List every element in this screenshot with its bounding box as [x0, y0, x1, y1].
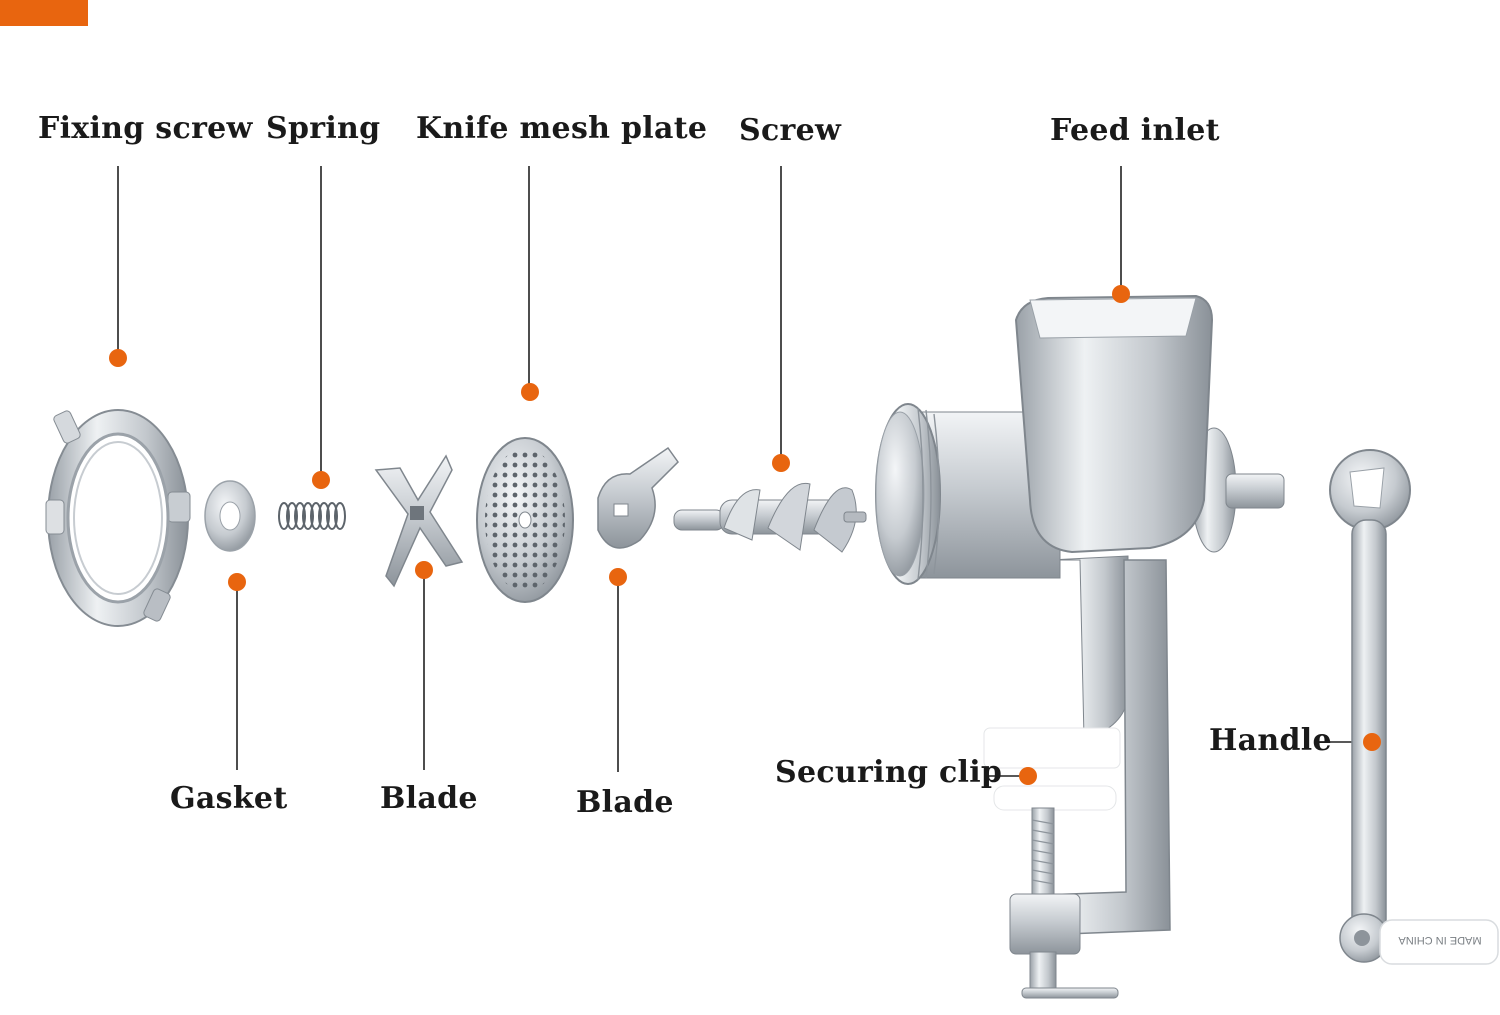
label-spring: Spring	[266, 111, 381, 146]
label-knife-mesh-plate: Knife mesh plate	[416, 111, 708, 146]
label-handle: Handle	[1209, 723, 1332, 758]
dot-gasket	[228, 573, 246, 591]
dot-handle	[1363, 733, 1381, 751]
accent-bar	[0, 0, 88, 26]
handle-print-text: MADE IN CHINA	[1398, 934, 1482, 946]
leader-lines	[117, 166, 1372, 777]
clamp-part	[983, 727, 1121, 999]
label-blade-single: Blade	[576, 785, 674, 820]
fixing-screw-part	[45, 409, 191, 627]
dot-knife-mesh-plate	[521, 383, 539, 401]
dot-blade-single	[609, 568, 627, 586]
label-blade-cross: Blade	[380, 781, 478, 816]
dot-feed-inlet	[1112, 285, 1130, 303]
grinder-body-part	[875, 294, 1285, 937]
dot-blade-cross	[415, 561, 433, 579]
gasket-part	[204, 480, 256, 552]
label-gasket: Gasket	[170, 781, 288, 816]
single-blade-part	[597, 446, 679, 549]
dot-screw	[772, 454, 790, 472]
spring-part	[278, 502, 346, 530]
crank-handle-part: MADE IN CHINA	[1329, 449, 1499, 965]
auger-part	[673, 482, 867, 553]
dot-securing-clip	[1019, 767, 1037, 785]
label-securing-clip: Securing clip	[775, 755, 1003, 790]
label-screw: Screw	[739, 113, 842, 148]
mesh-plate-part	[476, 437, 574, 603]
callout-dots	[109, 285, 1381, 785]
label-feed-inlet: Feed inlet	[1050, 113, 1220, 148]
label-fixing-screw: Fixing screw	[38, 111, 253, 146]
dot-fixing-screw	[109, 349, 127, 367]
cross-blade-part	[374, 454, 464, 588]
dot-spring	[312, 471, 330, 489]
